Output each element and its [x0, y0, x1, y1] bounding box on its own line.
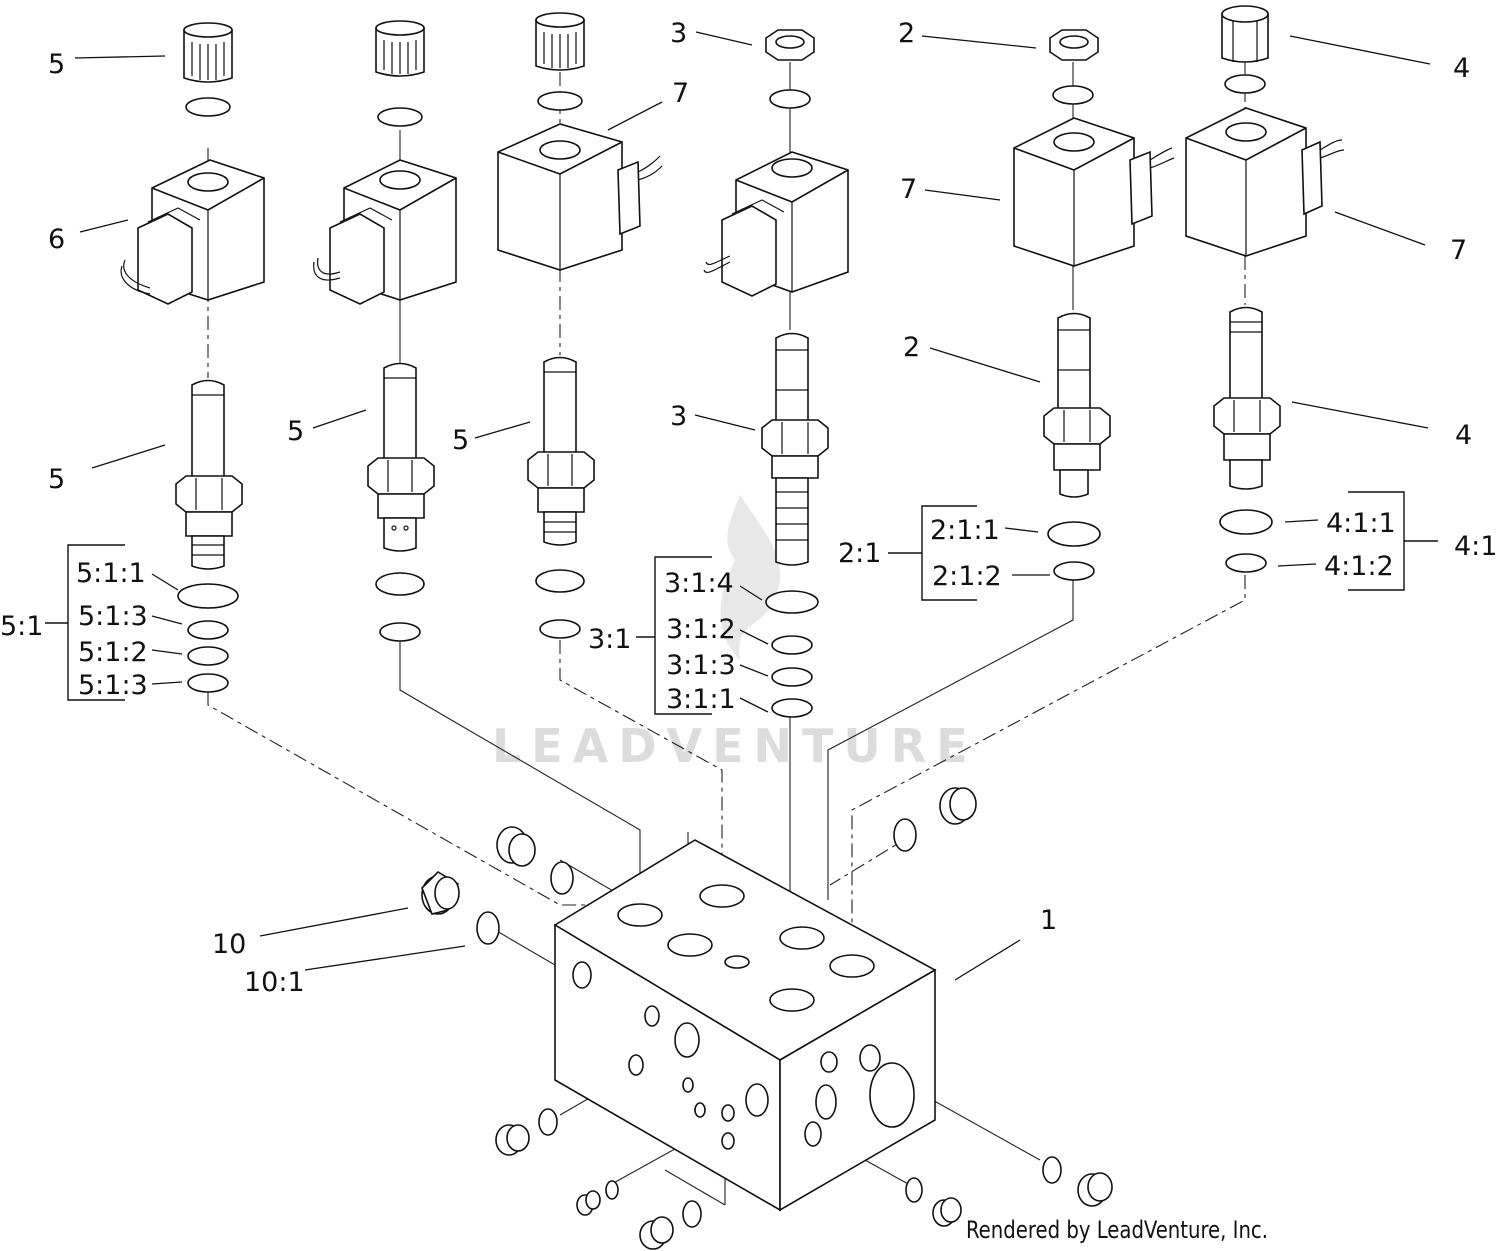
watermark-text: LEADVENTURE — [492, 719, 978, 773]
washer-10-1 — [476, 911, 500, 945]
label-2-1-2: 2:1:2 — [932, 561, 1002, 592]
cap-5-col1 — [183, 22, 233, 83]
nut-2 — [1049, 29, 1099, 61]
callout-labels: 5 6 5 5 5 7 3 3 2 7 2 4 7 4 5:1 5:1:1 5:… — [0, 18, 1497, 998]
label-2: 2 — [898, 18, 915, 49]
label-3-1-2: 3:1:2 — [666, 614, 736, 645]
brackets — [45, 491, 1438, 715]
washer-rear-right — [893, 818, 917, 852]
label-5-1-3: 5:1:3 — [78, 601, 148, 632]
label-10-1: 10:1 — [244, 967, 305, 998]
fitting-4 — [1221, 5, 1269, 63]
label-3-1-3: 3:1:3 — [666, 650, 736, 681]
label-3-1-4: 3:1:4 — [664, 568, 734, 599]
washer-right-front — [1042, 1156, 1062, 1184]
label-5: 5 — [287, 416, 304, 447]
plug-front-small — [576, 1190, 601, 1216]
plug-10 — [421, 870, 460, 915]
footer-credit: Rendered by LeadVenture, Inc. — [966, 1216, 1268, 1244]
nut-3 — [765, 29, 815, 61]
washer-right-bottom — [905, 1177, 923, 1203]
cartridge-5-col2 — [367, 362, 435, 552]
seal-kit-orings — [177, 509, 1273, 718]
label-10: 10 — [212, 929, 246, 960]
washer-front-left — [538, 1108, 558, 1136]
label-7: 7 — [1450, 235, 1467, 266]
washer-tiny — [721, 1104, 735, 1122]
coil-col2 — [313, 159, 457, 305]
label-1: 1 — [1040, 905, 1057, 936]
label-7: 7 — [900, 174, 917, 205]
label-4: 4 — [1455, 420, 1472, 451]
label-2-1-1: 2:1:1 — [930, 515, 1000, 546]
plug-rear-left — [496, 826, 536, 867]
coil-7-col6 — [1185, 107, 1345, 257]
label-5: 5 — [48, 49, 65, 80]
label-5: 5 — [452, 425, 469, 456]
label-3: 3 — [670, 401, 687, 432]
label-3-1-1: 3:1:1 — [666, 684, 736, 715]
cap-5-col3 — [535, 12, 585, 71]
label-4-1-2: 4:1:2 — [1324, 551, 1394, 582]
coil-3 — [703, 151, 849, 297]
washer-rear-left — [550, 861, 574, 895]
washer-front-bottom — [682, 1200, 702, 1228]
coil-7-col5 — [1013, 117, 1175, 267]
label-5-1-1: 5:1:1 — [76, 558, 146, 589]
cap-5-col2 — [375, 20, 425, 77]
cartridge-4 — [1213, 306, 1281, 490]
label-6: 6 — [48, 224, 65, 255]
plug-right-front — [1077, 1172, 1113, 1207]
label-5-1: 5:1 — [0, 611, 43, 642]
plug-front-left — [495, 1124, 530, 1156]
label-5-1-3: 5:1:3 — [78, 670, 148, 701]
manifold-block — [553, 839, 937, 1212]
coil-6 — [120, 159, 265, 305]
label-3-1: 3:1 — [588, 624, 631, 655]
label-5-1-2: 5:1:2 — [78, 637, 148, 668]
watermark: LEADVENTURE — [492, 495, 978, 773]
cartridge-3 — [761, 332, 829, 566]
label-4-1-1: 4:1:1 — [1326, 508, 1396, 539]
plug-front-bottom — [639, 1216, 674, 1250]
washer-front-small — [605, 1180, 619, 1200]
label-4: 4 — [1453, 53, 1470, 84]
label-7: 7 — [672, 78, 689, 109]
cartridge-5-col3 — [527, 356, 595, 546]
plug-right-bottom — [932, 1197, 962, 1227]
label-5: 5 — [48, 464, 65, 495]
coil-7-col3 — [497, 123, 663, 271]
plug-rear-right — [939, 787, 977, 825]
leader-lines — [74, 31, 1431, 981]
label-4-1: 4:1 — [1454, 531, 1497, 562]
label-3: 3 — [670, 18, 687, 49]
label-2-1: 2:1 — [838, 538, 881, 569]
cartridge-5-col1 — [175, 379, 243, 570]
cartridge-2 — [1043, 312, 1111, 498]
label-2: 2 — [903, 332, 920, 363]
top-orings — [185, 74, 1266, 127]
